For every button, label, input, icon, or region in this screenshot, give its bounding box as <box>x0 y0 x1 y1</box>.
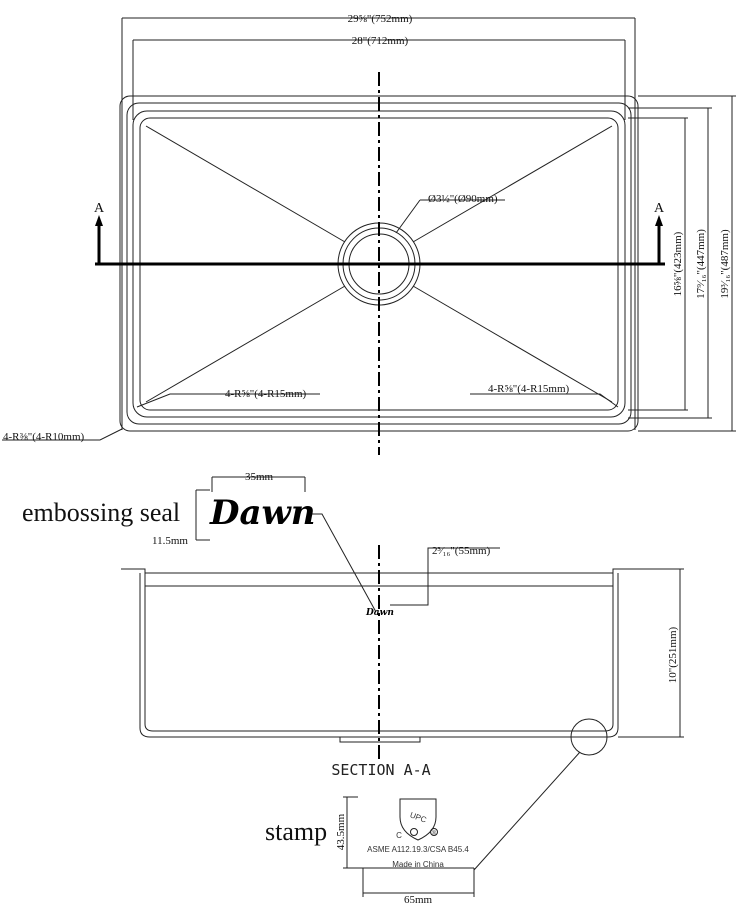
section-marker-left-label: A <box>94 201 105 216</box>
seal-offset-dim <box>390 547 500 606</box>
seal-offset-label: 2³⁄₁₆"(55mm) <box>432 545 491 557</box>
outer-radius-leader <box>2 428 123 441</box>
embossing-seal-title: embossing seal <box>22 498 180 527</box>
c-mark: C <box>396 831 402 840</box>
height-inner-label: 16⅝"(423mm) <box>672 231 684 296</box>
slope-line-br <box>412 285 613 403</box>
section-drain-flange <box>339 736 421 743</box>
seal-height-label: 11.5mm <box>152 535 188 547</box>
section-title: SECTION A-A <box>331 761 430 779</box>
r-mark-circle <box>430 828 438 836</box>
radius-leader-right <box>470 393 619 408</box>
corner-radius-left-label: 4-R⅝"(4-R15mm) <box>225 388 307 400</box>
stamp-leader <box>473 751 581 871</box>
dawn-logo-small: Dawn <box>365 608 394 618</box>
seal-width-label: 35mm <box>245 471 274 483</box>
section-arrow-right-head <box>655 215 663 226</box>
slope-line-tl <box>145 125 346 243</box>
section-view <box>121 545 684 871</box>
stamp-height-label: 43.5mm <box>335 813 347 850</box>
overall-width-label: 29⅝"(752mm) <box>348 13 413 25</box>
stamp-detail <box>343 796 475 897</box>
standard-text: ASME A112.19.3/CSA B45.4 <box>367 845 469 854</box>
stamp-width-label: 65mm <box>404 894 433 906</box>
top-view <box>2 17 736 455</box>
section-marker-right-label: A <box>654 201 665 216</box>
drain-leader <box>395 199 421 234</box>
radius-leader-left <box>136 393 320 408</box>
outer-corner-radius-label: 4-R⅜"(4-R10mm) <box>3 431 85 443</box>
dawn-logo: Dawn <box>209 493 316 533</box>
section-arrow-left-head <box>95 215 103 226</box>
slope-line-tr <box>412 125 613 243</box>
section-flange-left <box>121 568 146 586</box>
slope-line-bl <box>145 285 346 403</box>
upc-text: UPC <box>409 810 428 824</box>
height-mid-label: 17⁹⁄₁₆"(447mm) <box>695 229 707 299</box>
upc-shield-icon <box>399 798 437 841</box>
stamp-detail-circle <box>570 718 608 756</box>
origin-text: Made in China <box>392 860 444 869</box>
r-mark: ® <box>432 830 437 837</box>
c-mark-circle <box>410 828 418 836</box>
inner-width-label: 28"(712mm) <box>352 35 409 47</box>
section-flange-right <box>612 568 637 586</box>
stamp-title: stamp <box>265 817 327 846</box>
seal-leader <box>310 513 377 613</box>
embossing-seal-detail <box>195 476 377 613</box>
depth-label: 10"(251mm) <box>667 626 679 683</box>
height-outer-label: 19³⁄₁₆"(487mm) <box>719 229 731 299</box>
corner-radius-right-label: 4-R⅝"(4-R15mm) <box>488 383 570 395</box>
drain-diameter-label: Ø3½"(Ø90mm) <box>428 193 498 205</box>
